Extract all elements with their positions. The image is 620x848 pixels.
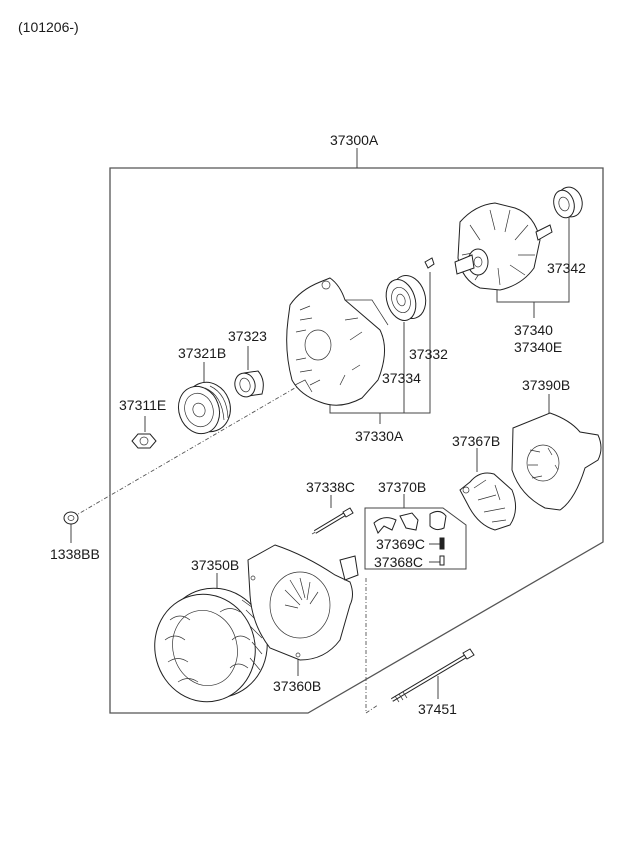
label-37350b: 37350B xyxy=(191,557,240,573)
rotor-37340-part[interactable] xyxy=(454,202,553,291)
label-37370b: 37370B xyxy=(378,479,427,495)
label-37368c: 37368C xyxy=(374,554,424,570)
screw-37332-part[interactable] xyxy=(424,257,435,269)
front-housing-37330a-part[interactable] xyxy=(286,277,389,406)
label-37330a: 37330A xyxy=(355,428,404,444)
label-37338c: 37338C xyxy=(306,479,356,495)
bearing-37334-part[interactable] xyxy=(381,271,431,324)
label-37334: 37334 xyxy=(382,370,421,386)
stator-37350b-part[interactable] xyxy=(143,576,280,713)
label-37369c: 37369C xyxy=(376,536,426,552)
bolt-37338c-part[interactable] xyxy=(313,507,354,534)
rear-cover-37390b-part[interactable] xyxy=(511,412,602,511)
label-37323: 37323 xyxy=(228,328,267,344)
assembly-frame xyxy=(109,167,604,714)
label-37332: 37332 xyxy=(409,346,448,362)
label-37340: 37340 xyxy=(514,322,553,338)
nut-37311e-part[interactable] xyxy=(131,433,157,449)
label-1338bb: 1338BB xyxy=(50,546,100,562)
rectifier-37367b-part[interactable] xyxy=(459,472,516,531)
label-37390b: 37390B xyxy=(522,377,571,393)
pulley-37321b-part[interactable] xyxy=(172,376,237,439)
label-37340e: 37340E xyxy=(514,339,563,355)
axis-line-upper xyxy=(72,384,301,518)
label-37321b: 37321B xyxy=(178,345,227,361)
date-code: (101206-) xyxy=(18,19,79,35)
label-37451: 37451 xyxy=(418,701,457,717)
spacer-37323-part[interactable] xyxy=(232,370,264,399)
label-37311e: 37311E xyxy=(119,397,167,413)
bearing-37342-part[interactable] xyxy=(551,184,586,220)
nut-1338bb-part[interactable] xyxy=(63,511,79,525)
rear-housing-37360b-part[interactable] xyxy=(247,544,359,661)
label-37360b: 37360B xyxy=(273,678,322,694)
regulator-37370b-part[interactable] xyxy=(373,510,447,566)
through-bolt-37451-part[interactable] xyxy=(390,648,475,703)
label-37367b: 37367B xyxy=(452,433,501,449)
axis-line-lower xyxy=(365,578,379,714)
label-37342: 37342 xyxy=(547,260,586,276)
label-37300a: 37300A xyxy=(330,132,379,148)
